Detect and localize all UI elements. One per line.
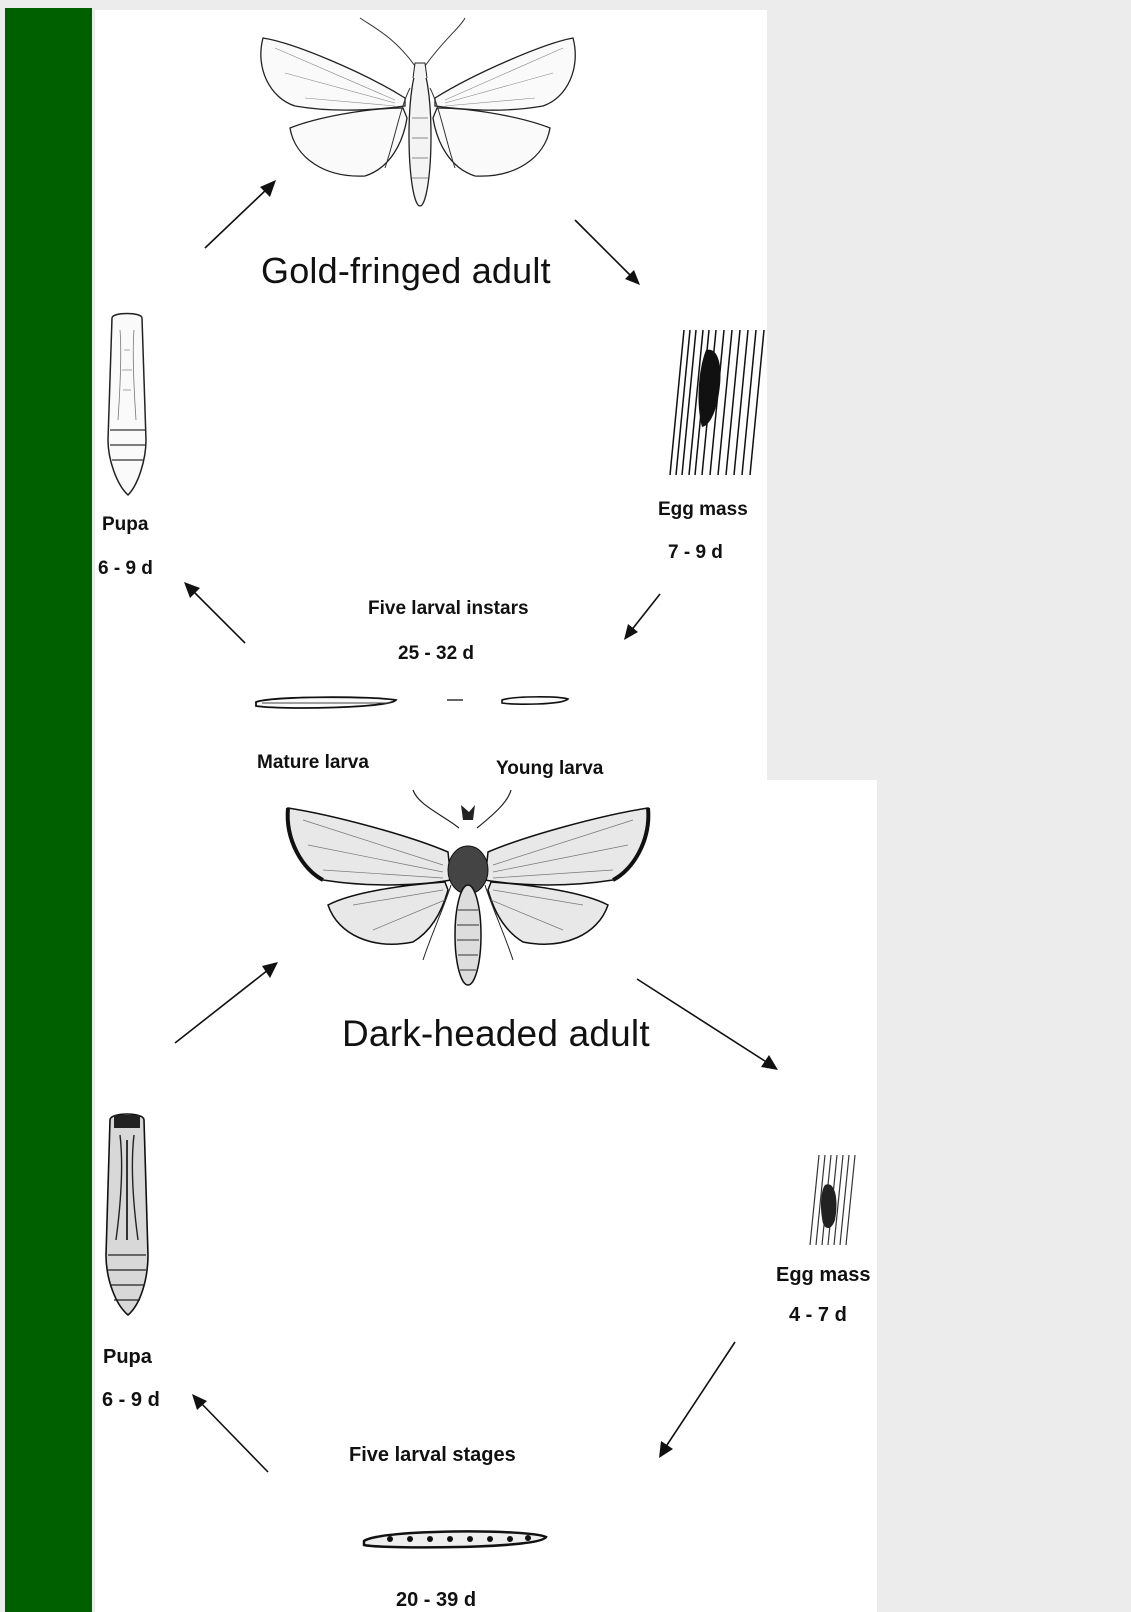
dash-icon xyxy=(447,698,463,702)
egg-duration: 7 - 9 d xyxy=(668,542,723,564)
young-larva-icon xyxy=(498,690,573,710)
pupa-duration: 6 - 9 d xyxy=(102,1389,160,1412)
larval-duration: 25 - 32 d xyxy=(398,643,474,665)
pupa-label: Pupa xyxy=(103,1346,152,1369)
pupa-duration: 6 - 9 d xyxy=(98,558,153,580)
arrow-icon xyxy=(655,1338,740,1463)
arrow-icon xyxy=(570,215,645,290)
larval-duration: 20 - 39 d xyxy=(396,1589,476,1612)
egg-mass-icon xyxy=(805,1150,860,1250)
larva-icon xyxy=(360,1525,550,1553)
mature-larva-label: Mature larva xyxy=(257,752,369,774)
gold-fringed-title: Gold-fringed adult xyxy=(261,250,551,292)
arrow-icon xyxy=(633,975,783,1075)
arrow-icon xyxy=(170,958,285,1048)
egg-mass-label: Egg mass xyxy=(658,499,748,521)
young-larva-label: Young larva xyxy=(496,758,603,780)
larval-label: Five larval instars xyxy=(368,598,529,620)
arrow-icon xyxy=(188,1392,273,1477)
egg-duration: 4 - 7 d xyxy=(789,1304,847,1327)
egg-mass-label: Egg mass xyxy=(776,1264,870,1287)
egg-mass-icon xyxy=(662,325,767,480)
larval-label: Five larval stages xyxy=(349,1444,516,1467)
mature-larva-icon xyxy=(252,690,400,715)
arrow-icon xyxy=(200,178,280,253)
sidebar-bar xyxy=(5,8,92,1612)
pupa-label: Pupa xyxy=(102,514,148,536)
dark-headed-title: Dark-headed adult xyxy=(342,1013,650,1055)
gold-fringed-moth-icon xyxy=(255,18,585,213)
dark-headed-moth-icon xyxy=(283,790,653,990)
arrow-icon xyxy=(180,580,250,648)
pupa-icon xyxy=(100,310,155,500)
pupa-icon xyxy=(100,1110,155,1320)
arrow-icon xyxy=(620,590,665,645)
